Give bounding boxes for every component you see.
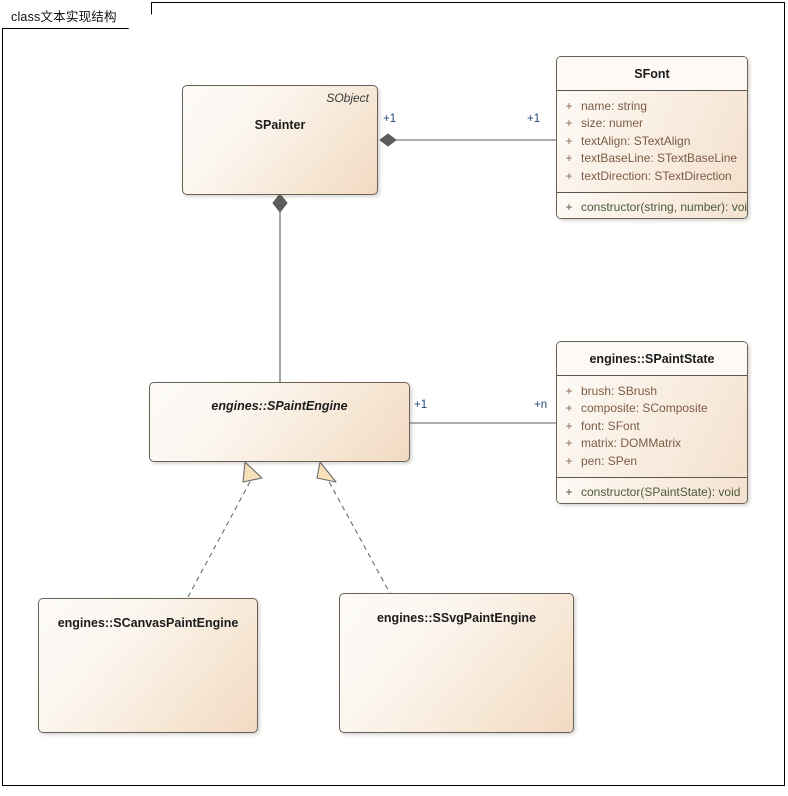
class-box-sfont[interactable]: SFont + name: string + size: numer + tex… <box>556 56 748 219</box>
operation-row: + constructor(string, number): void <box>557 199 747 217</box>
visibility-marker: + <box>565 418 573 433</box>
attribute-text: matrix: DOMMatrix <box>581 436 681 451</box>
multiplicity-engine-source: +1 <box>414 399 428 411</box>
visibility-marker: + <box>565 485 573 500</box>
visibility-marker: + <box>565 168 573 183</box>
multiplicity-painter-source: +1 <box>383 113 397 125</box>
attribute-text: size: numer <box>581 116 644 131</box>
attribute-text: textAlign: STextAlign <box>581 133 691 148</box>
sfont-attributes: + name: string + size: numer + textAlign… <box>557 91 747 193</box>
scanvaspaintengine-title: engines::SCanvasPaintEngine <box>57 616 239 630</box>
attribute-text: textBaseLine: STextBaseLine <box>581 151 738 166</box>
visibility-marker: + <box>565 133 573 148</box>
attribute-text: composite: SComposite <box>581 401 708 416</box>
operation-row: + constructor(SPaintState): void <box>557 484 747 502</box>
visibility-marker: + <box>565 151 573 166</box>
attribute-row: + textDirection: STextDirection <box>557 167 747 185</box>
visibility-marker: + <box>565 436 573 451</box>
attribute-row: + name: string <box>557 97 747 115</box>
multiplicity-painter-target: +1 <box>527 113 541 125</box>
class-box-ssvgpaintengine[interactable]: engines::SSvgPaintEngine <box>339 593 574 733</box>
ssvgpaintengine-title: engines::SSvgPaintEngine <box>376 611 537 625</box>
attribute-row: + textAlign: STextAlign <box>557 132 747 150</box>
diagram-title: class文本实现结构 <box>11 9 117 24</box>
operation-text: constructor(string, number): void <box>581 200 748 215</box>
class-box-spaintengine[interactable]: engines::SPaintEngine <box>149 382 410 462</box>
visibility-marker: + <box>565 200 573 215</box>
attribute-row: + font: SFont <box>557 417 747 435</box>
visibility-marker: + <box>565 453 573 468</box>
spainter-stereotype: SObject <box>326 91 369 105</box>
sfont-title: SFont <box>557 57 747 91</box>
attribute-row: + size: numer <box>557 115 747 133</box>
attribute-row: + matrix: DOMMatrix <box>557 435 747 453</box>
spainter-title: SPainter <box>254 118 306 132</box>
spaintstate-title: engines::SPaintState <box>557 342 747 376</box>
visibility-marker: + <box>565 98 573 113</box>
class-box-spainter[interactable]: SObject SPainter <box>182 85 378 195</box>
visibility-marker: + <box>565 401 573 416</box>
spaintengine-title: engines::SPaintEngine <box>211 399 348 413</box>
attribute-text: font: SFont <box>581 418 640 433</box>
class-box-scanvaspaintengine[interactable]: engines::SCanvasPaintEngine <box>38 598 258 733</box>
attribute-row: + brush: SBrush <box>557 382 747 400</box>
attribute-text: textDirection: STextDirection <box>581 168 732 183</box>
multiplicity-engine-target: +n <box>534 399 548 411</box>
diagram-frame-tab: class文本实现结构 <box>2 2 152 29</box>
attribute-row: + composite: SComposite <box>557 400 747 418</box>
attribute-row: + textBaseLine: STextBaseLine <box>557 150 747 168</box>
spaintstate-attributes: + brush: SBrush + composite: SComposite … <box>557 376 747 478</box>
class-box-spaintstate[interactable]: engines::SPaintState + brush: SBrush + c… <box>556 341 748 504</box>
visibility-marker: + <box>565 383 573 398</box>
attribute-text: brush: SBrush <box>581 383 658 398</box>
visibility-marker: + <box>565 116 573 131</box>
spaintstate-operations: + constructor(SPaintState): void <box>557 477 747 503</box>
sfont-operations: + constructor(string, number): void <box>557 192 747 218</box>
operation-text: constructor(SPaintState): void <box>581 485 741 500</box>
attribute-text: pen: SPen <box>581 453 638 468</box>
attribute-text: name: string <box>581 98 648 113</box>
attribute-row: + pen: SPen <box>557 452 747 470</box>
